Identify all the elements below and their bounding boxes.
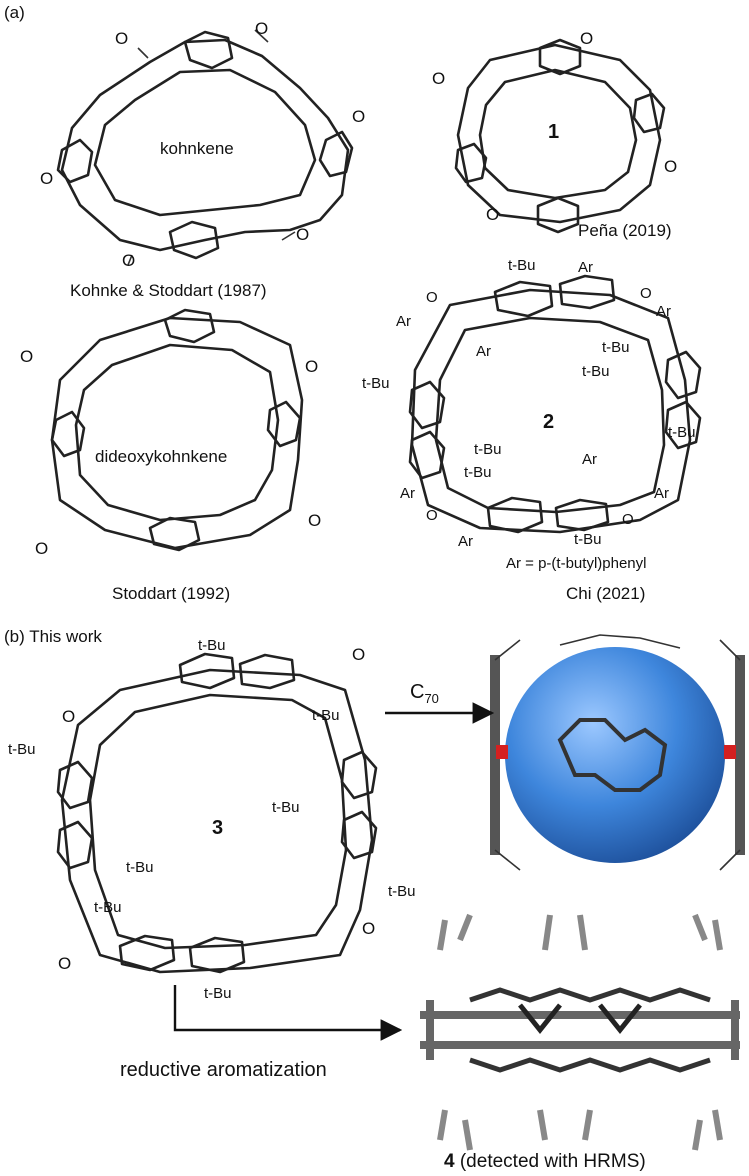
oxygen-label: O bbox=[352, 645, 366, 664]
oxygen-label: O bbox=[622, 511, 634, 528]
oxygen-label: O bbox=[664, 157, 678, 176]
ar-label: Ar bbox=[400, 485, 415, 502]
compound3-number: 3 bbox=[212, 817, 224, 839]
kohnkene-credit: Kohnke & Stoddart (1987) bbox=[70, 281, 267, 300]
tbu-label: t-Bu bbox=[508, 257, 536, 274]
tbu-label: t-Bu bbox=[272, 799, 300, 816]
oxygen-label: O bbox=[352, 107, 366, 126]
oxygen-label: O bbox=[432, 69, 446, 88]
oxygen-label: O bbox=[255, 19, 269, 38]
c70-reagent: C70 bbox=[410, 682, 439, 705]
ar-label: Ar bbox=[578, 259, 593, 276]
oxygen-label: O bbox=[115, 29, 129, 48]
compound2-credit: Chi (2021) bbox=[566, 584, 646, 603]
tbu-label: t-Bu bbox=[668, 424, 696, 441]
oxygen-label: O bbox=[426, 289, 438, 306]
kohnkene-structure bbox=[56, 29, 354, 266]
tbu-label: t-Bu bbox=[474, 441, 502, 458]
reduction-arrow bbox=[173, 985, 403, 1041]
tbu-label: t-Bu bbox=[362, 375, 390, 392]
tbu-label: t-Bu bbox=[94, 899, 122, 916]
oxygen-label: O bbox=[426, 507, 438, 524]
ar-label: Ar bbox=[582, 451, 597, 468]
dideoxykohnkene-credit: Stoddart (1992) bbox=[112, 584, 231, 603]
dideoxykohnkene-structure bbox=[50, 308, 304, 552]
panel-b-label: (b) This work bbox=[4, 627, 102, 646]
oxygen-label: O bbox=[305, 357, 319, 376]
tbu-label: t-Bu bbox=[574, 531, 602, 548]
compound3-structure bbox=[56, 652, 378, 974]
ar-label: Ar bbox=[656, 303, 671, 320]
tbu-label: t-Bu bbox=[582, 363, 610, 380]
tbu-label: t-Bu bbox=[8, 741, 36, 758]
c70-sphere bbox=[505, 647, 725, 863]
oxygen-label: O bbox=[640, 285, 652, 302]
oxygen-label: O bbox=[580, 29, 594, 48]
oxygen-label: O bbox=[58, 954, 72, 973]
oxygen-atom bbox=[724, 745, 736, 759]
oxygen-label: O bbox=[362, 919, 376, 938]
compound4-caption-line: 4 (detected with HRMS) bbox=[444, 1152, 646, 1171]
kohnkene-name: kohnkene bbox=[160, 139, 234, 158]
oxygen-label: O bbox=[62, 707, 76, 726]
compound1-credit: Peña (2019) bbox=[578, 221, 672, 240]
ar-label: Ar bbox=[458, 533, 473, 550]
oxygen-label: O bbox=[308, 511, 322, 530]
compound4-model bbox=[420, 913, 740, 1151]
compound2-ar-definition: Ar = p-(t-butyl)phenyl bbox=[506, 555, 647, 572]
panel-a-label: (a) bbox=[4, 3, 25, 22]
ar-label: Ar bbox=[654, 485, 669, 502]
compound2-number: 2 bbox=[543, 411, 555, 433]
tbu-label: t-Bu bbox=[388, 883, 416, 900]
compound4-number: 4 bbox=[444, 1151, 455, 1172]
oxygen-label: O bbox=[296, 225, 310, 244]
c70-sub: 70 bbox=[424, 691, 439, 706]
oxygen-label: O bbox=[40, 169, 54, 188]
reduction-label: reductive aromatization bbox=[120, 1059, 327, 1081]
oxygen-label: O bbox=[20, 347, 34, 366]
ar-label: Ar bbox=[476, 343, 491, 360]
compound2-structure bbox=[408, 274, 702, 534]
compound1-number: 1 bbox=[548, 121, 560, 143]
tbu-label: t-Bu bbox=[464, 464, 492, 481]
tbu-label: t-Bu bbox=[602, 339, 630, 356]
tbu-label: t-Bu bbox=[126, 859, 154, 876]
c70-main: C bbox=[410, 681, 425, 703]
oxygen-label: O bbox=[122, 251, 136, 270]
tbu-label: t-Bu bbox=[198, 637, 226, 654]
oxygen-atom bbox=[496, 745, 508, 759]
tbu-label: t-Bu bbox=[204, 985, 232, 1002]
oxygen-label: O bbox=[486, 205, 500, 224]
c70-complex-model bbox=[490, 634, 745, 871]
compound1-structure bbox=[454, 38, 666, 234]
compound4-caption: (detected with HRMS) bbox=[459, 1151, 646, 1172]
dideoxykohnkene-name: dideoxykohnkene bbox=[95, 447, 228, 466]
ar-label: Ar bbox=[396, 313, 411, 330]
oxygen-label: O bbox=[35, 539, 49, 558]
tbu-label: t-Bu bbox=[312, 707, 340, 724]
